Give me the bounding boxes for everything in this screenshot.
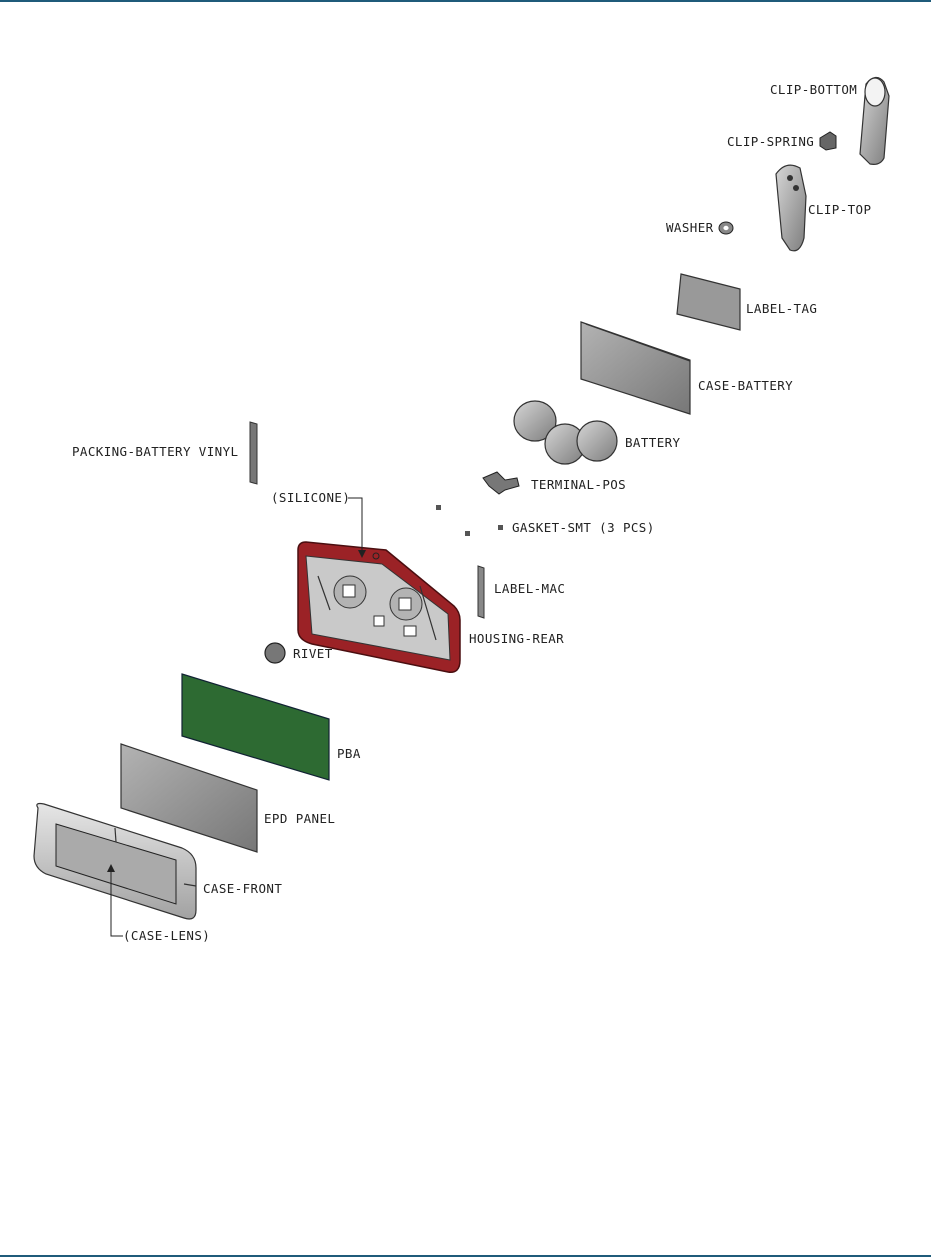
label-packing-battery-vinyl: PACKING-BATTERY VINYL — [72, 444, 238, 459]
label-case-battery: CASE-BATTERY — [698, 378, 793, 393]
label-mac-part — [478, 566, 484, 618]
washer-part — [719, 222, 733, 234]
clip-bottom-part — [860, 77, 889, 164]
label-rivet: RIVET — [293, 646, 333, 661]
label-epd-panel: EPD PANEL — [264, 811, 335, 826]
label-terminal-pos: TERMINAL-POS — [531, 477, 626, 492]
label-tag-part — [677, 274, 740, 330]
label-label-mac: LABEL-MAC — [494, 581, 565, 596]
pba-part — [182, 674, 329, 780]
clip-top-part — [776, 165, 806, 251]
packing-battery-vinyl-part — [250, 422, 257, 484]
label-case-front: CASE-FRONT — [203, 881, 282, 896]
rivet-part — [265, 643, 285, 663]
label-label-tag: LABEL-TAG — [746, 301, 817, 316]
label-pba: PBA — [337, 746, 361, 761]
label-washer: WASHER — [666, 220, 714, 235]
label-clip-top: CLIP-TOP — [808, 202, 871, 217]
gasket-smt-parts — [436, 505, 503, 536]
label-silicone: (SILICONE) — [271, 490, 350, 505]
label-clip-spring: CLIP-SPRING — [727, 134, 814, 149]
label-clip-bottom: CLIP-BOTTOM — [770, 82, 857, 97]
terminal-pos-part — [483, 472, 519, 494]
clip-spring-part — [820, 132, 836, 150]
label-case-lens: (CASE-LENS) — [123, 928, 210, 943]
label-battery: BATTERY — [625, 435, 681, 450]
battery-part — [514, 401, 617, 464]
footer-rule — [0, 1255, 931, 1257]
label-gasket-smt: GASKET-SMT (3 PCS) — [512, 520, 655, 535]
label-housing-rear: HOUSING-REAR — [469, 631, 564, 646]
case-battery-part — [581, 322, 690, 414]
